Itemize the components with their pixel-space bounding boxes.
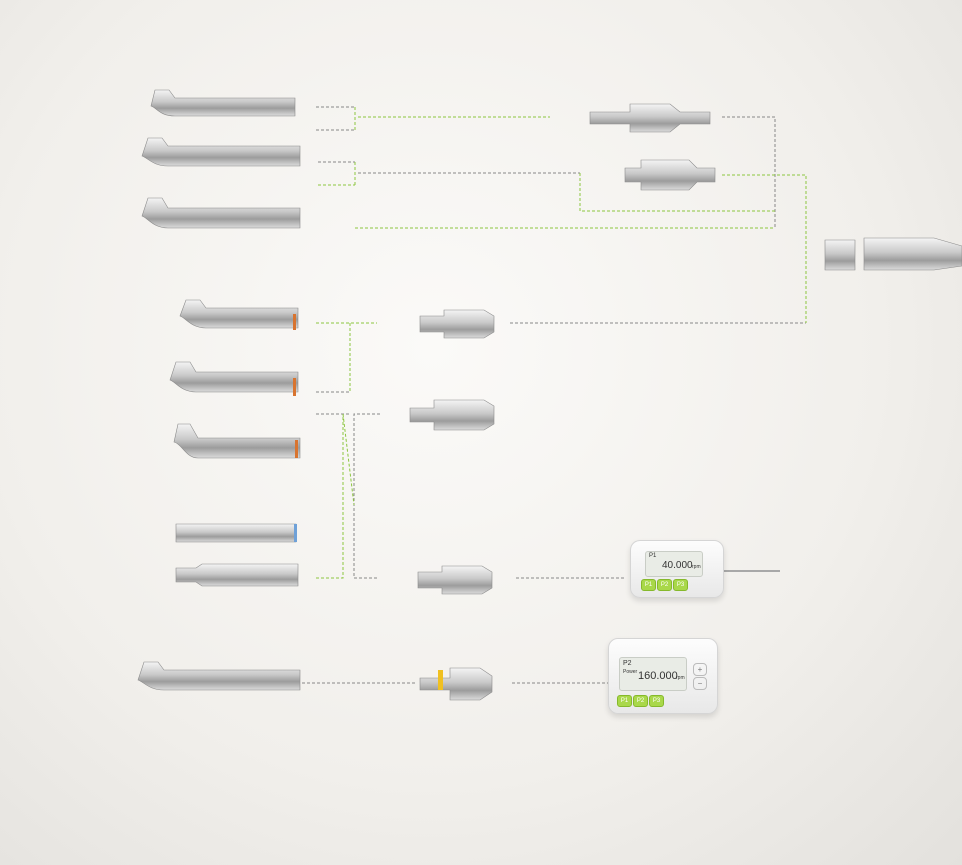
speed-unit: rpm [676, 675, 685, 681]
handpiece-5 [169, 361, 299, 393]
p3-button[interactable]: P3 [673, 579, 688, 591]
handpiece-3 [141, 197, 301, 229]
handpiece-1 [150, 89, 296, 117]
hose-connector [863, 237, 962, 271]
control-unit-large: P2 Power 160.000 rpm + − P1 P2 P3 [608, 638, 718, 714]
control-unit-small: P1 40.000 rpm P1 P2 P3 [630, 540, 724, 598]
p2-button[interactable]: P2 [633, 695, 648, 707]
speed-value: 40.000 [662, 560, 693, 571]
handpieces [137, 89, 962, 701]
display: P1 40.000 rpm [645, 551, 703, 577]
motor-1 [419, 309, 495, 339]
handpiece-straight-2 [175, 563, 299, 587]
program-label: P1 [649, 553, 657, 559]
p1-button[interactable]: P1 [617, 695, 632, 707]
handpiece-6 [173, 423, 301, 459]
display: P2 Power 160.000 rpm [619, 657, 687, 691]
coupling-1 [589, 103, 711, 133]
p3-button[interactable]: P3 [649, 695, 664, 707]
motor-3 [417, 565, 493, 595]
motor-2 [409, 399, 495, 431]
speed-value: 160.000 [638, 670, 678, 682]
plus-button[interactable]: + [693, 663, 707, 676]
p2-button[interactable]: P2 [657, 579, 672, 591]
handpiece-7 [137, 661, 301, 691]
handpiece-4 [179, 299, 299, 329]
program-label: P2 [623, 660, 632, 667]
mode-label: Power [623, 669, 638, 675]
handpiece-straight [175, 523, 297, 543]
sleeve [824, 239, 856, 271]
coupling-2 [624, 159, 716, 191]
motor-4 [419, 667, 493, 701]
p1-button[interactable]: P1 [641, 579, 656, 591]
speed-unit: rpm [692, 564, 701, 570]
handpiece-2 [141, 137, 301, 167]
minus-button[interactable]: − [693, 677, 707, 690]
